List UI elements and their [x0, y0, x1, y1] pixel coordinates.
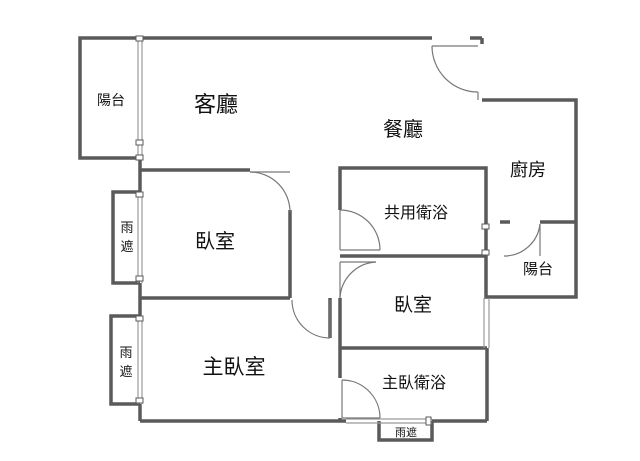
label-bedroom-1: 臥室 — [195, 229, 235, 253]
room-labels: 陽台 客廳 餐廳 廚房 共用衛浴 陽台 雨 遮 臥室 臥室 雨 遮 主臥室 主臥… — [97, 93, 553, 439]
label-bedroom-2: 臥室 — [394, 294, 432, 316]
label-canopy-left-upper-2: 遮 — [120, 239, 133, 255]
doors — [249, 45, 541, 419]
label-master-bath: 主臥衛浴 — [382, 373, 446, 392]
label-canopy-bottom: 雨遮 — [395, 425, 417, 439]
label-canopy-left-lower-2: 遮 — [119, 364, 132, 380]
label-master-bedroom: 主臥室 — [203, 355, 266, 379]
wall-balcony-top — [78, 36, 140, 160]
label-canopy-left-lower-1: 雨 — [119, 346, 132, 361]
window-ticks — [135, 35, 490, 426]
wall-canopy-upper — [111, 190, 140, 285]
wall-shared-bath — [338, 166, 488, 222]
label-living-room: 客廳 — [194, 93, 238, 118]
wall-canopy-lower — [109, 314, 140, 406]
walls — [78, 36, 578, 442]
label-shared-bath: 共用衛浴 — [384, 203, 448, 222]
label-balcony-right: 陽台 — [523, 260, 553, 278]
windows — [137, 38, 490, 424]
label-canopy-left-upper-1: 雨 — [120, 221, 133, 236]
wall-kitchen-outer — [482, 98, 578, 222]
label-kitchen: 廚房 — [510, 159, 546, 181]
wall-balcony-right — [484, 222, 578, 299]
label-balcony-top: 陽台 — [97, 93, 125, 109]
wall-canopy-bottom — [377, 421, 434, 442]
label-dining-room: 餐廳 — [383, 117, 423, 141]
